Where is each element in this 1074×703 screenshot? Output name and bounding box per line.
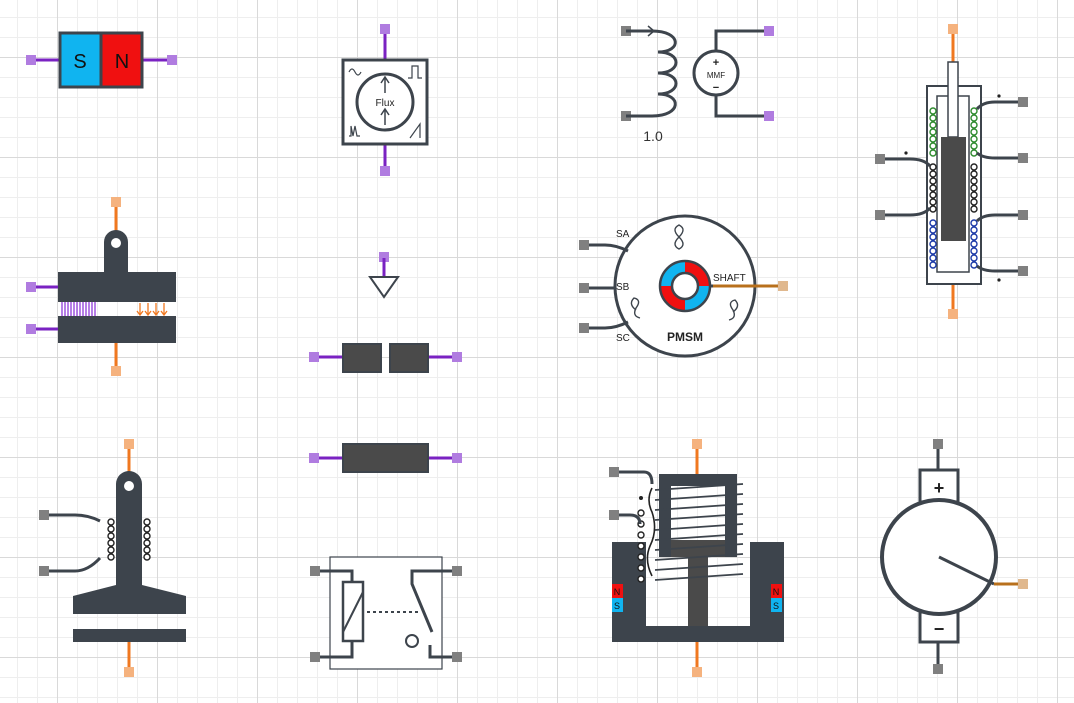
magnetic-reference[interactable] [368,252,400,299]
solenoid-right-south-label: S [773,601,779,611]
pmsm-phase-c-label: SC [616,333,630,344]
pmsm-name-label: PMSM [667,330,703,344]
winding-turns-value: 1.0 [643,128,663,144]
tubular-actuator[interactable] [875,24,1028,319]
flux-source[interactable]: Flux [341,24,429,176]
magnet-north-label: N [115,51,129,73]
reluctance[interactable] [309,443,462,473]
pmsm-rotor [658,259,712,313]
reluctance-force-actuator[interactable] [26,197,176,376]
pmsm-shaft-label: SHAFT [713,273,746,284]
mmf-plus-sign: + [713,57,719,69]
dc-motor-minus-sign: − [934,619,945,639]
pmsm-motor[interactable]: SA SB SC SHAFT PMSM [579,214,788,358]
moving-armature-actuator[interactable] [39,439,186,677]
pmsm-phase-a-label: SA [616,229,630,240]
winding[interactable]: 1.0 [621,25,678,144]
air-gap-reluctance[interactable] [309,343,462,373]
dc-motor-plus-sign: + [934,478,945,498]
permanent-magnet[interactable]: S N [26,31,177,89]
relay[interactable] [310,556,462,670]
solenoid-right-north-label: N [773,587,780,597]
mmf-source-label: MMF [707,71,725,80]
mmf-minus-sign: − [713,82,719,94]
pmsm-phase-b-label: SB [616,282,630,293]
dc-motor[interactable]: + − [880,439,1028,674]
flux-source-label: Flux [376,98,395,109]
magnet-south-label: S [73,51,86,73]
mmf-source[interactable]: + MMF − [692,26,774,121]
pm-solenoid[interactable]: N S N S [609,439,784,677]
solenoid-left-south-label: S [614,601,620,611]
solenoid-left-north-label: N [614,587,621,597]
